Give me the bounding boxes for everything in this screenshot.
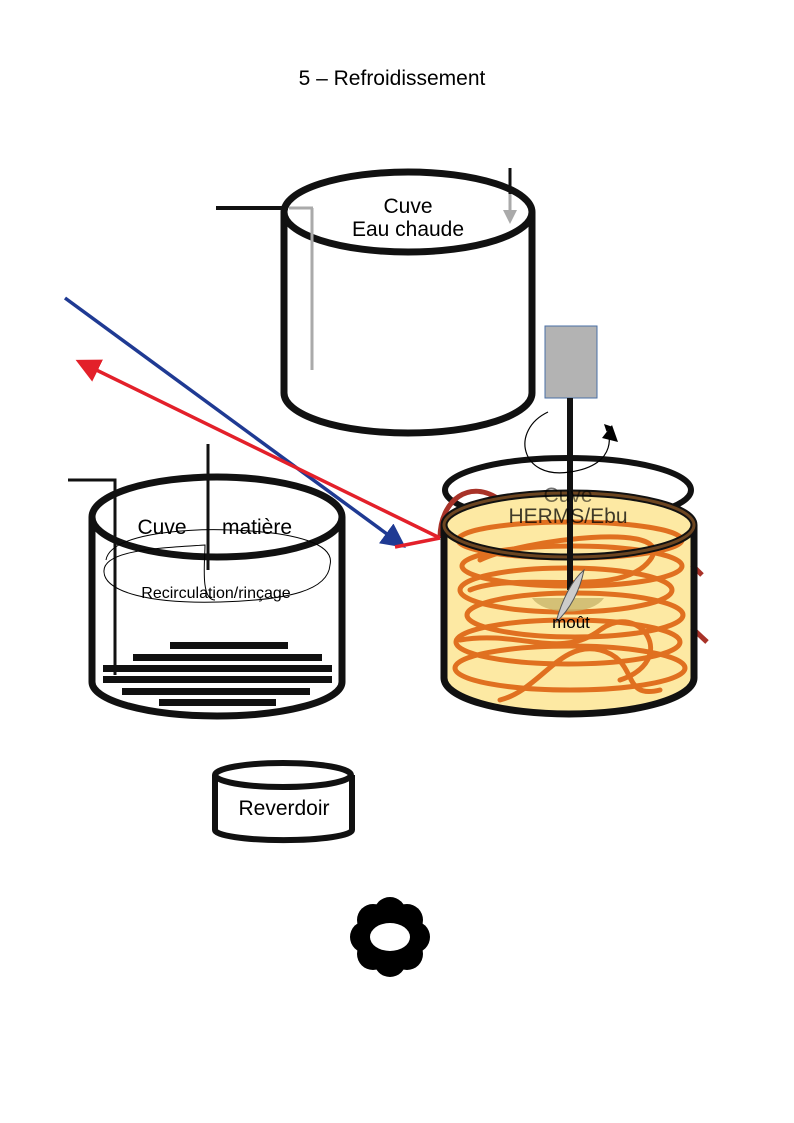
hot-water-label-1: Cuve <box>383 195 432 218</box>
grant-label: Reverdoir <box>238 797 329 820</box>
agitator-blade <box>555 568 585 624</box>
motor-icon <box>544 325 598 399</box>
cold-water-inlet-arrow <box>63 296 406 548</box>
page-title: 5 – Refroidissement <box>299 67 486 90</box>
hot-water-tank: Cuve Eau chaude <box>216 168 536 437</box>
hot-water-label-2: Eau chaude <box>352 218 464 241</box>
pump-icon <box>350 897 430 977</box>
herms-label-2: HERMS/Ebu <box>508 505 627 528</box>
herms-label-1: Cuve <box>543 484 592 507</box>
wort-label: moût <box>552 613 590 632</box>
false-bottom <box>103 642 332 706</box>
sparge-ring <box>103 529 331 603</box>
mash-label-2: matière <box>222 516 292 539</box>
down-arrow-icon <box>503 210 517 224</box>
mash-recirc-pipe <box>68 478 117 675</box>
mash-note: Recirculation/rinçage <box>141 585 291 602</box>
hot-water-outlet-arrow <box>75 359 441 540</box>
grant-vessel: Reverdoir <box>212 760 355 844</box>
mash-label-1: Cuve <box>137 516 186 539</box>
herms-tank: Cuve HERMS/Ebu moût <box>437 325 709 718</box>
mash-tank: Cuve matière Recirculation/rinçage <box>68 444 346 720</box>
